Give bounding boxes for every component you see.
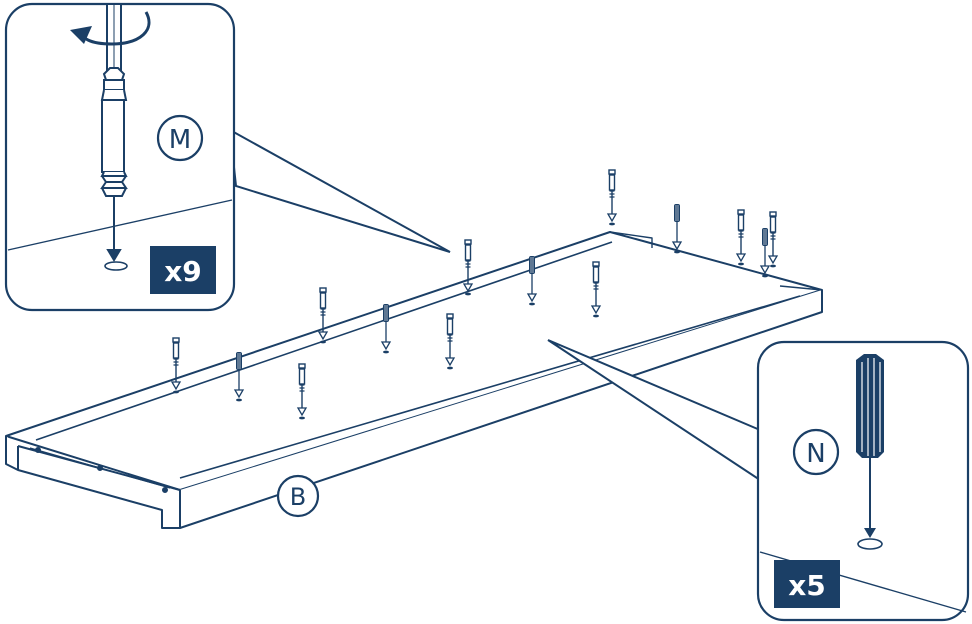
wooden-dowel-icon xyxy=(856,354,884,550)
quantity-n: x5 xyxy=(788,569,826,602)
board-panel-b xyxy=(5,231,823,529)
panel-b-label: B xyxy=(276,474,320,518)
detail-callout-n: N x5 xyxy=(547,339,970,622)
cam-lock-bolt-icon xyxy=(100,67,128,271)
part-n-letter: N xyxy=(806,439,825,469)
quantity-badge-n xyxy=(774,560,840,608)
screwdriver-icon xyxy=(106,3,122,71)
rotate-arrow-icon xyxy=(70,11,151,46)
part-m-letter: M xyxy=(169,125,191,155)
panel-b-letter: B xyxy=(290,483,306,511)
detail-callout-m: M x9 xyxy=(4,2,451,312)
quantity-badge-m xyxy=(150,246,216,294)
quantity-m: x9 xyxy=(164,255,202,288)
